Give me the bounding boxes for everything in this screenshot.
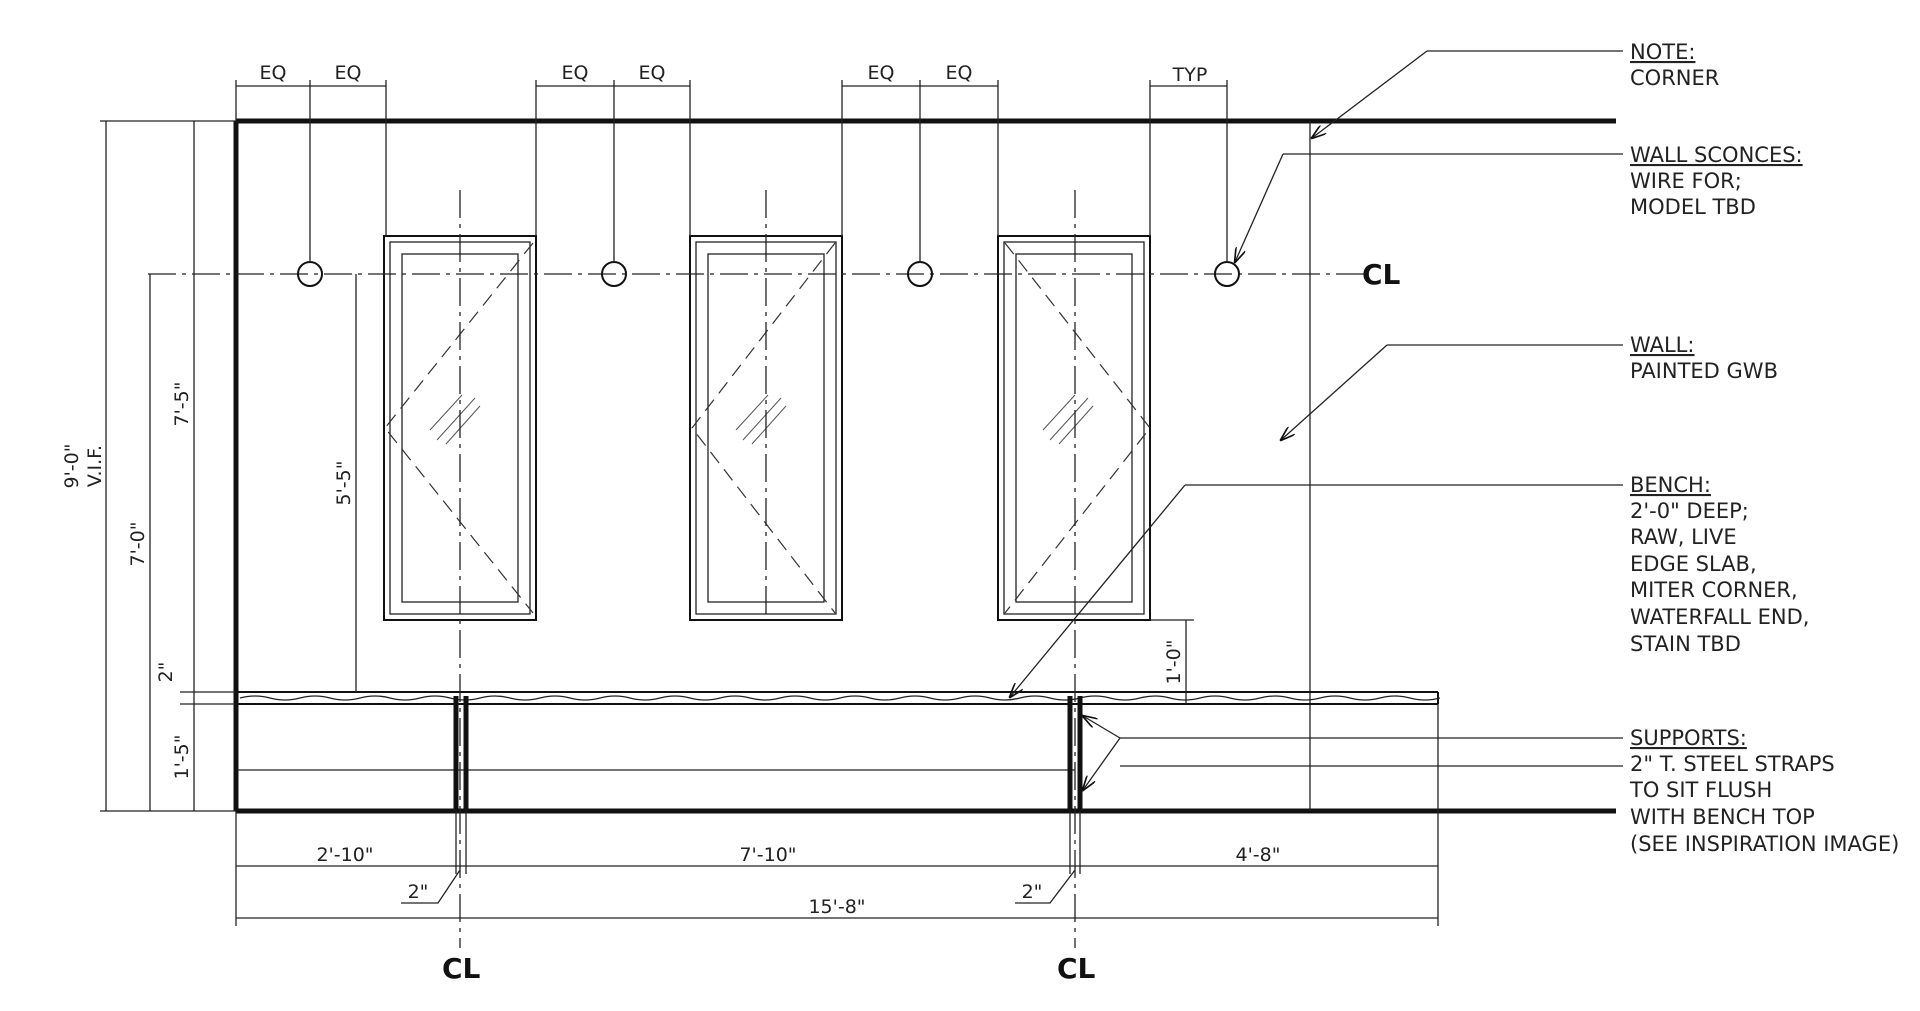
centerline-symbol-right: CL [1057,952,1096,985]
note-supports: SUPPORTS: 2" T. STEEL STRAPS TO SIT FLUS… [1629,726,1899,856]
bottom-dimensions [235,704,1439,926]
typ-label: TYP [1172,64,1208,86]
left-dimensions [100,120,1194,812]
dim-window-to-bench: 5'-5" [333,461,355,506]
note-corner: NOTE: CORNER [1630,40,1719,90]
dim-support-right: 2" [1022,881,1043,903]
eq-label-2: EQ [335,62,362,84]
note-heading: WALL: [1630,333,1694,357]
note-wall: WALL: PAINTED GWB [1630,333,1778,383]
note-line: CORNER [1630,66,1719,90]
wall-outline [233,118,1616,814]
bench-top [236,691,1441,705]
note-heading: BENCH: [1630,473,1711,497]
eq-label-6: EQ [946,62,973,84]
note-line: EDGE SLAB, [1630,552,1757,576]
dim-vif: V.I.F. [84,445,106,487]
window-right [997,235,1151,621]
note-line: WITH BENCH TOP [1630,805,1815,829]
note-line: MITER CORNER, [1630,578,1798,602]
note-heading: NOTE: [1630,40,1695,64]
note-heading: SUPPORTS: [1630,726,1747,750]
eq-label-1: EQ [260,62,287,84]
note-wall-sconces: WALL SCONCES: WIRE FOR; MODEL TBD [1630,143,1803,219]
dim-bench-top-thk: 2" [155,662,177,683]
window-centerlines [459,190,1076,948]
dim-overall-length: 15'-8" [808,896,865,918]
eq-label-3: EQ [562,62,589,84]
eq-label-5: EQ [868,62,895,84]
note-line: MODEL TBD [1630,195,1756,219]
dim-window-sill: 1'-0" [1163,640,1185,685]
note-line: 2'-0" DEEP; [1630,499,1749,523]
dim-seg-left: 2'-10" [316,844,373,866]
note-line: WIRE FOR; [1630,169,1742,193]
centerline-symbol-left: CL [442,952,481,985]
note-line: WATERFALL END, [1630,605,1809,629]
dim-seg-mid: 7'-10" [739,844,796,866]
note-line: TO SIT FLUSH [1629,778,1772,802]
note-bench: BENCH: 2'-0" DEEP; RAW, LIVE EDGE SLAB, … [1630,473,1809,656]
eq-label-4: EQ [639,62,666,84]
leader-lines [1010,50,1623,790]
note-line: RAW, LIVE [1630,525,1737,549]
bench-base [235,704,1075,811]
centerline-symbol-sconce: CL [1362,258,1401,291]
note-line: (SEE INSPIRATION IMAGE) [1630,832,1899,856]
top-dimensions [235,80,1228,262]
note-line: PAINTED GWB [1630,359,1778,383]
dim-support-left: 2" [408,881,429,903]
dim-bench-height: 1'-5" [171,735,193,780]
dim-window-head: 7'-0" [127,522,149,567]
dim-seg-right: 4'-8" [1236,844,1281,866]
note-line: 2" T. STEEL STRAPS [1630,752,1835,776]
note-line: STAIN TBD [1630,632,1741,656]
note-heading: WALL SCONCES: [1630,143,1803,167]
dim-sconce-height: 7'-5" [171,382,193,427]
support-left [453,696,469,811]
dim-overall-height: 9'-0" [61,444,83,489]
